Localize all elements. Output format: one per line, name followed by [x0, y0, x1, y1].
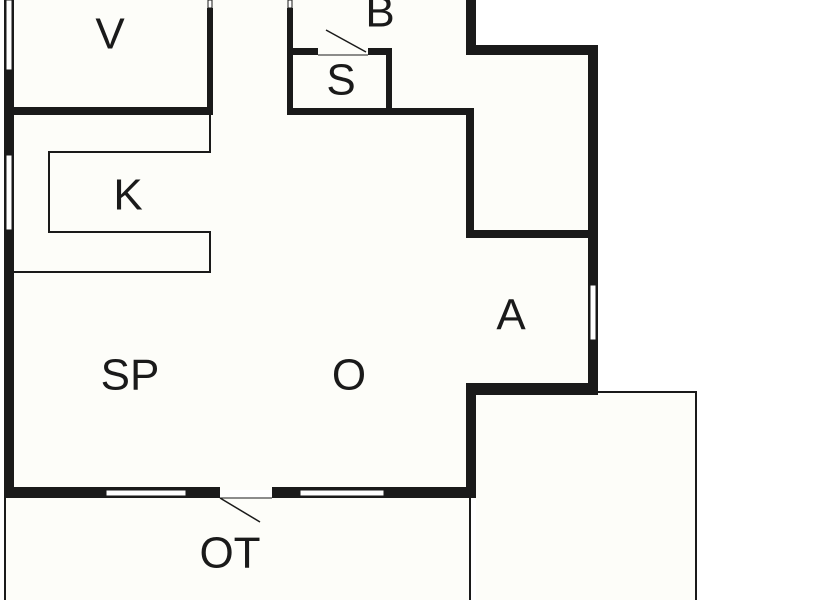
- wall-s-top-left: [293, 48, 318, 55]
- room-labels: V B S K A SP O OT: [95, 0, 526, 578]
- kitchen-counter: [14, 115, 211, 273]
- room-label-o: O: [332, 351, 366, 400]
- wall-inner-a-bottom: [466, 230, 588, 238]
- wall-inner-a: [466, 108, 474, 238]
- balcony-outline: [598, 391, 697, 600]
- wall-v-bottom: [14, 107, 213, 115]
- window-sp: [105, 489, 187, 497]
- door-gap-v: [207, 0, 213, 9]
- room-label-b: B: [365, 0, 394, 37]
- wall-lower-step: [466, 383, 598, 395]
- doors: [219, 29, 368, 523]
- door-swing-s: [325, 29, 367, 53]
- room-label-ot: OT: [199, 529, 260, 578]
- door-gap-b: [287, 0, 293, 9]
- wall-upper-step: [466, 45, 598, 55]
- room-label-sp: SP: [101, 351, 160, 400]
- window-a: [589, 284, 597, 341]
- window-k: [5, 154, 13, 231]
- fixtures: [4, 115, 697, 600]
- door-swing-ot: [219, 497, 261, 523]
- room-label-s: S: [326, 56, 355, 105]
- room-label-v: V: [95, 10, 125, 59]
- wall-upper-right: [466, 0, 476, 55]
- apartment-floor: [14, 0, 588, 490]
- room-label-k: K: [113, 171, 142, 220]
- room-label-a: A: [496, 291, 526, 340]
- wall-v-right: [207, 8, 213, 115]
- window-o: [299, 489, 385, 497]
- windows: [5, 0, 597, 497]
- wall-bath-bottom: [287, 108, 474, 115]
- wall-right: [588, 45, 598, 395]
- window-v: [5, 0, 13, 71]
- wall-left: [4, 0, 14, 498]
- wall-s-right: [386, 48, 392, 115]
- wall-bath-left: [287, 8, 293, 115]
- terrace-floor: [4, 392, 696, 600]
- wall-lower-right: [466, 383, 476, 498]
- wall-s-top-right: [368, 48, 392, 55]
